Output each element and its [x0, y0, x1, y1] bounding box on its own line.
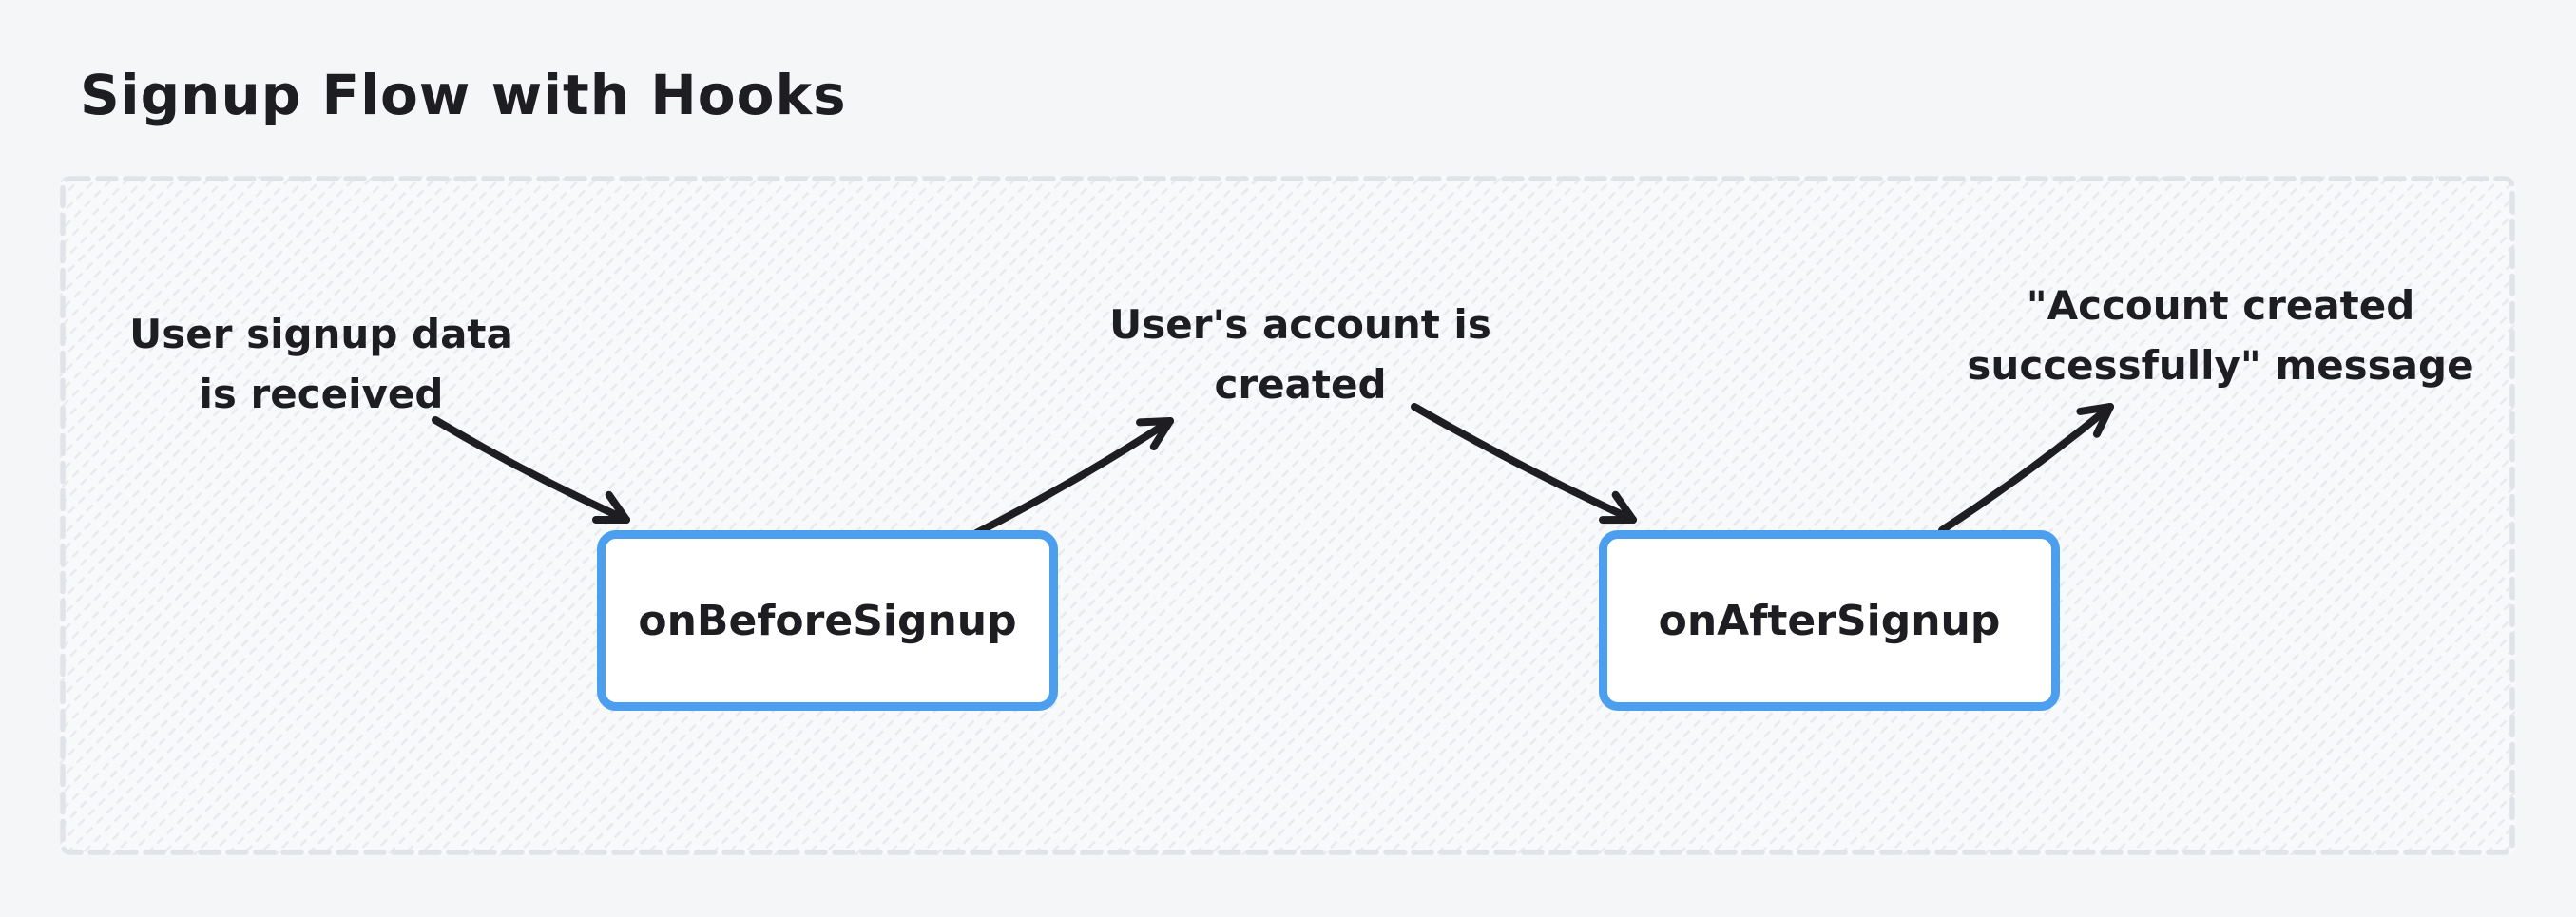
diagram-title: Signup Flow with Hooks	[80, 63, 847, 127]
note-line: created	[1214, 361, 1387, 408]
note-line: User's account is	[1109, 301, 1491, 348]
dashed-border	[60, 176, 2515, 855]
note-line: "Account created	[2026, 282, 2415, 329]
dashed-border-rect	[60, 176, 2515, 855]
note-user-signup-data: User signup data is received	[129, 304, 513, 424]
node-onAfterSignup: onAfterSignup	[1599, 530, 2060, 711]
note-account-created: User's account is created	[1109, 295, 1491, 414]
note-line: successfully" message	[1967, 342, 2474, 389]
note-success-message: "Account created successfully" message	[1967, 276, 2473, 395]
note-line: is received	[199, 371, 444, 417]
node-label-onAfterSignup: onAfterSignup	[1658, 596, 2001, 645]
note-line: User signup data	[129, 311, 513, 357]
node-label-onBeforeSignup: onBeforeSignup	[638, 596, 1017, 645]
node-onBeforeSignup: onBeforeSignup	[597, 530, 1058, 711]
